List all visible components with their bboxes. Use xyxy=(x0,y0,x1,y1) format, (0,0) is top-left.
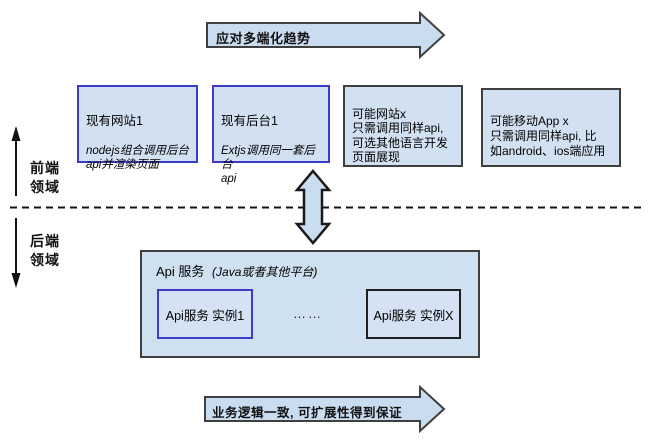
back-domain-arrowhead-icon xyxy=(11,273,21,288)
front-domain-label: 前端 领域 xyxy=(30,160,60,195)
existing-site-note: nodejs组合调用后台 api并渲染页面 xyxy=(86,144,189,171)
front-domain-arrowhead-icon xyxy=(11,126,21,141)
api-instance-x-label: Api服务 实例X xyxy=(373,308,454,323)
instances-ellipsis: …… xyxy=(293,306,323,321)
existing-backend-note: Extjs调用同一套后台 api xyxy=(221,144,315,185)
business-logic-arrow-icon xyxy=(204,384,446,434)
existing-backend-title: 现有后台1 xyxy=(221,113,278,128)
api-instance-1-label: Api服务 实例1 xyxy=(165,308,245,323)
box-existing-backend: 现有后台1 Extjs调用同一套后台 api xyxy=(212,85,330,185)
box-existing-site: 现有网站1 nodejs组合调用后台 api并渲染页面 xyxy=(77,85,198,171)
api-service-platform-note: (Java或者其他平台) xyxy=(212,265,318,279)
api-instance-x-box: Api服务 实例X xyxy=(366,289,461,339)
multi-terminal-trend-arrow-icon xyxy=(206,10,446,60)
api-service-title: Api 服务 xyxy=(156,264,205,279)
api-instance-1-box: Api服务 实例1 xyxy=(157,289,253,339)
back-domain-label: 后端 领域 xyxy=(30,233,60,268)
top-arrow-label: 应对多端化趋势 xyxy=(216,31,311,46)
bottom-arrow-label: 业务逻辑一致, 可扩展性得到保证 xyxy=(212,406,402,420)
possible-app-text: 可能移动App x 只需调用同样api, 比 如android、ios端应用 xyxy=(490,114,606,158)
box-possible-site: 可能网站x 只需调用同样api, 可选其他语言开发 页面展现 xyxy=(343,85,463,167)
existing-site-title: 现有网站1 xyxy=(86,113,143,128)
box-possible-app: 可能移动App x 只需调用同样api, 比 如android、ios端应用 xyxy=(481,88,621,167)
api-service-title-row: Api 服务 (Java或者其他平台) xyxy=(156,261,317,280)
possible-site-text: 可能网站x 只需调用同样api, 可选其他语言开发 页面展现 xyxy=(352,106,449,165)
frontend-backend-link-arrow-icon xyxy=(294,169,332,245)
